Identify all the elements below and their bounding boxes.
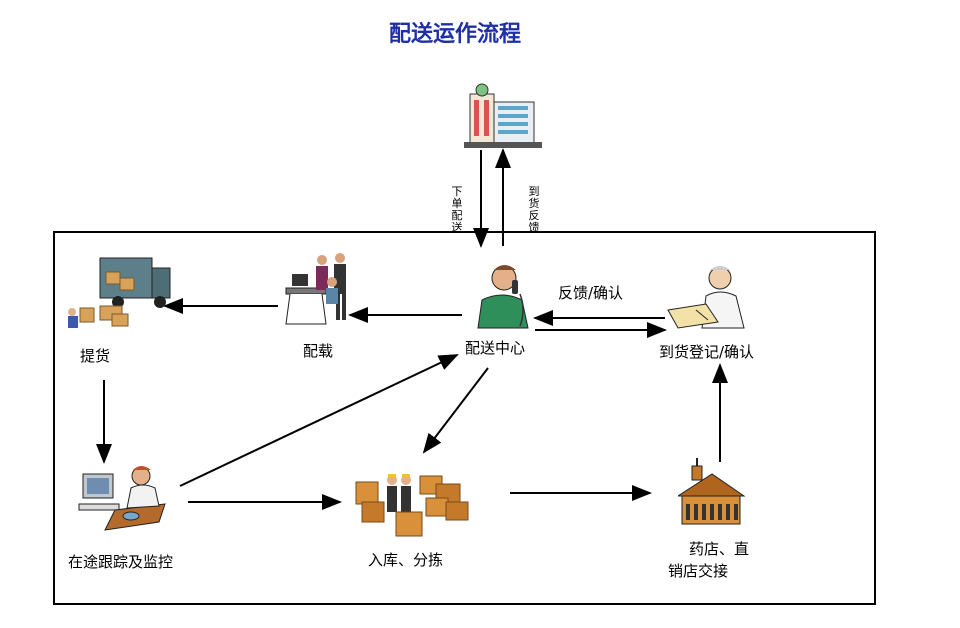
truck-icon	[68, 257, 171, 328]
warehouse-boxes-icon	[355, 474, 469, 537]
order-label: 下单配送	[451, 185, 463, 234]
tracking-desk-icon	[78, 466, 166, 531]
dispatch-center-label: 配送中心	[465, 339, 526, 357]
building-icon	[464, 83, 542, 148]
arrival-feedback-label: 到货反馈	[528, 185, 540, 234]
diagram-title: 配送运作流程	[388, 22, 521, 47]
handover-label-line1: 药店、直	[689, 540, 750, 558]
arrow-tracking-to-center	[179, 354, 459, 487]
store-building-icon	[678, 458, 746, 525]
loading-label: 配载	[303, 342, 334, 360]
arrow-center-to-warehouse	[422, 367, 489, 454]
feedback-confirm-label: 反馈/确认	[558, 284, 624, 302]
warehousing-label: 入库、分拣	[368, 551, 444, 569]
tracking-label: 在途跟踪及监控	[68, 553, 174, 571]
arrival-register-label: 到货登记/确认	[659, 343, 755, 361]
dispatcher-icon	[477, 265, 529, 329]
handover-label-line2: 销店交接	[668, 562, 729, 580]
pickup-label: 提货	[80, 347, 111, 365]
clerk-writing-icon	[667, 266, 745, 329]
process-frame	[53, 231, 876, 605]
loading-team-icon	[285, 253, 346, 325]
